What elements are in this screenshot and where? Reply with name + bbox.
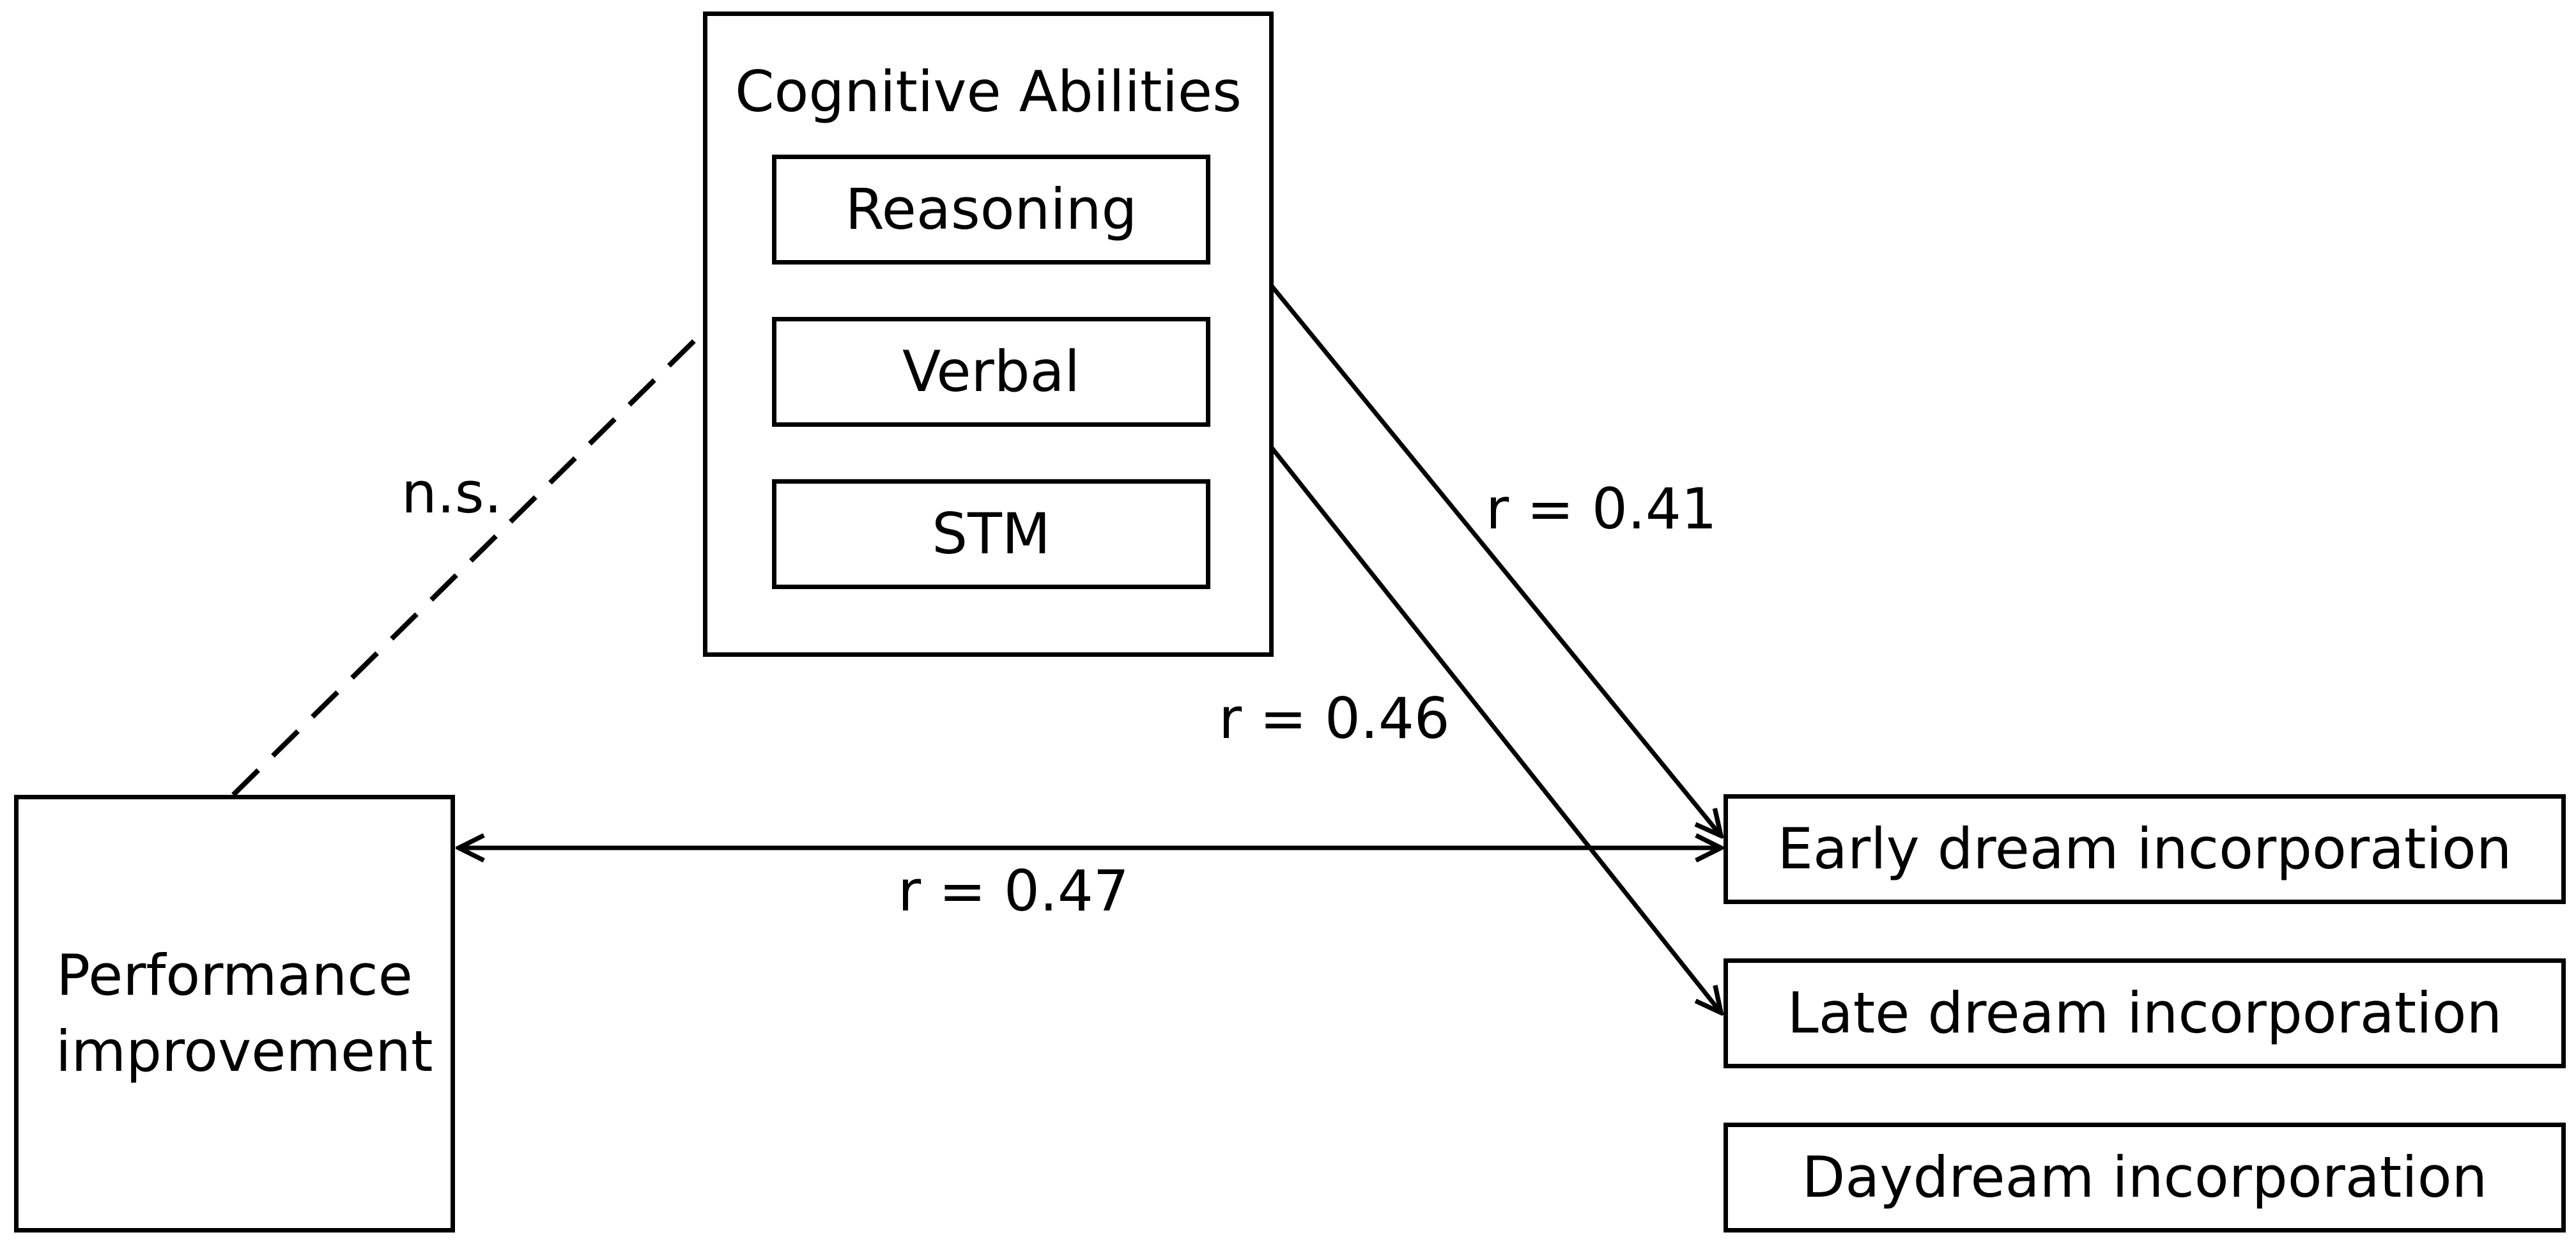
dashed-link-performance-cognitive — [231, 330, 705, 797]
performance-improvement-label: Performance improvement — [56, 942, 433, 1084]
reasoning-label: Reasoning — [845, 176, 1138, 242]
stm-label: STM — [932, 500, 1051, 567]
r-verbal-late-label: r = 0.46 — [1219, 686, 1450, 751]
ns-label: n.s. — [401, 460, 502, 526]
daydream-label: Daydream incorporation — [1801, 1144, 2488, 1210]
arrow-verbal-late — [1213, 374, 1721, 1013]
reasoning-box: Reasoning — [772, 155, 1210, 265]
r-reasoning-early-label: r = 0.41 — [1486, 476, 1717, 542]
cognitive-abilities-title: Cognitive Abilities — [735, 59, 1242, 125]
r-performance-early-label: r = 0.47 — [898, 858, 1129, 924]
performance-improvement-box: Performance improvement — [14, 795, 455, 1232]
early-dream-label: Early dream incorporation — [1777, 815, 2512, 882]
early-dream-box: Early dream incorporation — [1724, 794, 2566, 904]
late-dream-label: Late dream incorporation — [1787, 979, 2503, 1046]
late-dream-box: Late dream incorporation — [1724, 958, 2566, 1068]
verbal-label: Verbal — [902, 338, 1080, 404]
stm-box: STM — [772, 479, 1210, 589]
daydream-box: Daydream incorporation — [1724, 1123, 2566, 1232]
verbal-box: Verbal — [772, 317, 1210, 427]
